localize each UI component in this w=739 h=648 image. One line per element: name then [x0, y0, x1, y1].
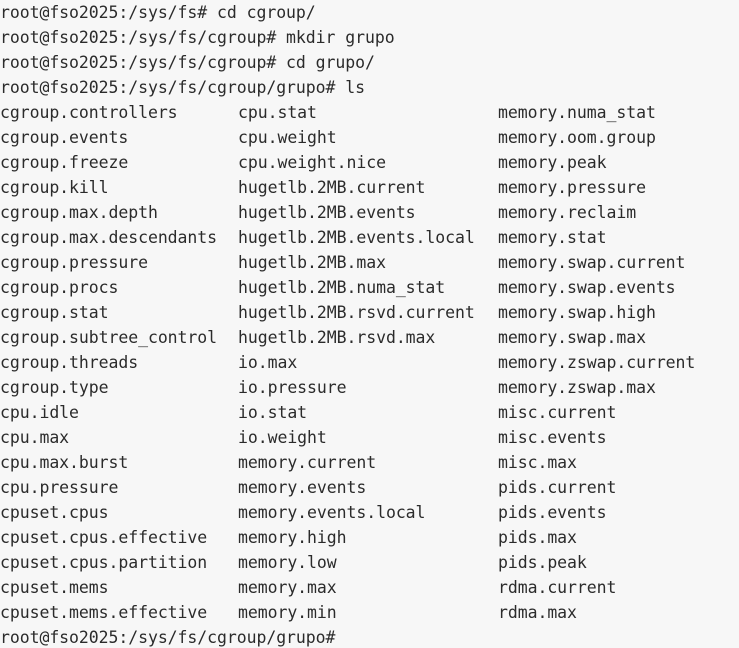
ls-output-row: cgroup.stat hugetlb.2MB.rsvd.current memor… [0, 300, 739, 325]
ls-output-row: cpu.max io.weight misc.events [0, 425, 739, 450]
ls-entry: memory.stat [498, 228, 607, 247]
ls-entry: pids.events [498, 503, 607, 522]
ls-entry: misc.events [498, 428, 607, 447]
ls-entry: cgroup.subtree_control [0, 328, 218, 347]
ls-output-row: cpuset.cpus.partition memory.low pids.peak [0, 550, 739, 575]
ls-entry: memory.high [238, 528, 347, 547]
ls-entry: io.stat [238, 403, 308, 422]
prompt-line-2: root@fso2025:/sys/fs/cgroup# mkdir grupo [0, 28, 395, 47]
ls-output-row: cgroup.pressure hugetlb.2MB.max memory.swa… [0, 250, 739, 275]
ls-output-row: cpuset.cpus memory.events.local pids.event… [0, 500, 739, 525]
ls-entry: memory.oom.group [498, 128, 656, 147]
ls-entry: pids.current [498, 478, 617, 497]
ls-entry: cpuset.mems [0, 578, 109, 597]
ls-entry: memory.peak [498, 153, 607, 172]
ls-output-row: cgroup.controllers cpu.stat memory.numa_st… [0, 100, 739, 125]
ls-entry: memory.current [238, 453, 377, 472]
ls-entry: cgroup.kill [0, 178, 109, 197]
ls-output-row: cpuset.mems.effective memory.min rdma.max [0, 600, 739, 625]
ls-output-row: cgroup.events cpu.weight memory.oom.group [0, 125, 739, 150]
ls-output-row: cgroup.freeze cpu.weight.nice memory.peak [0, 150, 739, 175]
ls-entry: cpu.weight [238, 128, 337, 147]
ls-entry: cgroup.events [0, 128, 129, 147]
ls-output-row: cgroup.procs hugetlb.2MB.numa_stat memory.… [0, 275, 739, 300]
ls-entry: memory.events.local [238, 503, 426, 522]
ls-entry: cpuset.cpus [0, 503, 109, 522]
ls-output-row: cpu.max.burst memory.current misc.max [0, 450, 739, 475]
ls-entry: cgroup.max.depth [0, 203, 158, 222]
ls-entry: hugetlb.2MB.max [238, 253, 386, 272]
ls-entry: cpu.pressure [0, 478, 119, 497]
ls-entry: io.weight [238, 428, 327, 447]
ls-output-row: cpuset.cpus.effective memory.high pids.max [0, 525, 739, 550]
ls-entry: cpu.weight.nice [238, 153, 386, 172]
ls-entry: cpu.max.burst [0, 453, 129, 472]
ls-entry: memory.swap.current [498, 253, 686, 272]
ls-entry: misc.current [498, 403, 617, 422]
ls-output-row: cgroup.max.depth hugetlb.2MB.events memory… [0, 200, 739, 225]
prompt-line-3: root@fso2025:/sys/fs/cgroup# cd grupo/ [0, 53, 375, 72]
ls-output-row: cgroup.max.descendants hugetlb.2MB.events… [0, 225, 739, 250]
ls-output-row: cgroup.type io.pressure memory.zswap.max [0, 375, 739, 400]
ls-entry: misc.max [498, 453, 577, 472]
ls-entry: memory.swap.high [498, 303, 656, 322]
ls-entry: memory.zswap.max [498, 378, 656, 397]
command-history: root@fso2025:/sys/fs# cd cgroup/ root@fs… [0, 0, 739, 100]
ls-entry: hugetlb.2MB.rsvd.current [238, 303, 475, 322]
ls-output-row: cpuset.mems memory.max rdma.current [0, 575, 739, 600]
ls-entry: memory.swap.events [498, 278, 676, 297]
ls-output-row: cpu.idle io.stat misc.current [0, 400, 739, 425]
ls-entry: memory.events [238, 478, 367, 497]
ls-entry: cpuset.cpus.partition [0, 553, 208, 572]
ls-entry: cpuset.mems.effective [0, 603, 208, 622]
ls-entry: memory.pressure [498, 178, 646, 197]
ls-entry: cgroup.pressure [0, 253, 148, 272]
ls-entry: memory.min [238, 603, 337, 622]
ls-entry: hugetlb.2MB.current [238, 178, 426, 197]
ls-entry: rdma.max [498, 603, 577, 622]
ls-entry: cgroup.procs [0, 278, 119, 297]
ls-entry: cpu.idle [0, 403, 79, 422]
ls-entry: cgroup.max.descendants [0, 228, 218, 247]
ls-entry: memory.swap.max [498, 328, 646, 347]
ls-entry: hugetlb.2MB.rsvd.max [238, 328, 436, 347]
ls-entry: io.max [238, 353, 298, 372]
ls-entry: memory.zswap.current [498, 353, 696, 372]
ls-entry: cpuset.cpus.effective [0, 528, 208, 547]
ls-entry: cgroup.type [0, 378, 109, 397]
ls-entry: memory.max [238, 578, 337, 597]
ls-entry: hugetlb.2MB.numa_stat [238, 278, 446, 297]
ls-entry: rdma.current [498, 578, 617, 597]
ls-output-grid: cgroup.controllers cpu.stat memory.numa_st… [0, 100, 739, 625]
active-prompt-line: root@fso2025:/sys/fs/cgroup/grupo# [0, 628, 336, 647]
ls-entry: cgroup.freeze [0, 153, 129, 172]
ls-output-row: cpu.pressure memory.events pids.current [0, 475, 739, 500]
ls-output-row: cgroup.subtree_control hugetlb.2MB.rsvd.m… [0, 325, 739, 350]
ls-entry: memory.numa_stat [498, 103, 656, 122]
ls-output-row: cgroup.kill hugetlb.2MB.current memory.pre… [0, 175, 739, 200]
ls-entry: pids.peak [498, 553, 587, 572]
ls-entry: cgroup.threads [0, 353, 139, 372]
ls-entry: cgroup.controllers [0, 103, 178, 122]
ls-entry: hugetlb.2MB.events.local [238, 228, 475, 247]
ls-entry: memory.low [238, 553, 337, 572]
ls-output-row: cgroup.threads io.max memory.zswap.current [0, 350, 739, 375]
ls-entry: pids.max [498, 528, 577, 547]
ls-entry: cgroup.stat [0, 303, 109, 322]
ls-entry: memory.reclaim [498, 203, 637, 222]
prompt-line-4: root@fso2025:/sys/fs/cgroup/grupo# ls [0, 78, 365, 97]
prompt-line-1: root@fso2025:/sys/fs# cd cgroup/ [0, 3, 316, 22]
ls-entry: cpu.max [0, 428, 70, 447]
ls-entry: hugetlb.2MB.events [238, 203, 416, 222]
ls-entry: io.pressure [238, 378, 347, 397]
ls-entry: cpu.stat [238, 103, 317, 122]
